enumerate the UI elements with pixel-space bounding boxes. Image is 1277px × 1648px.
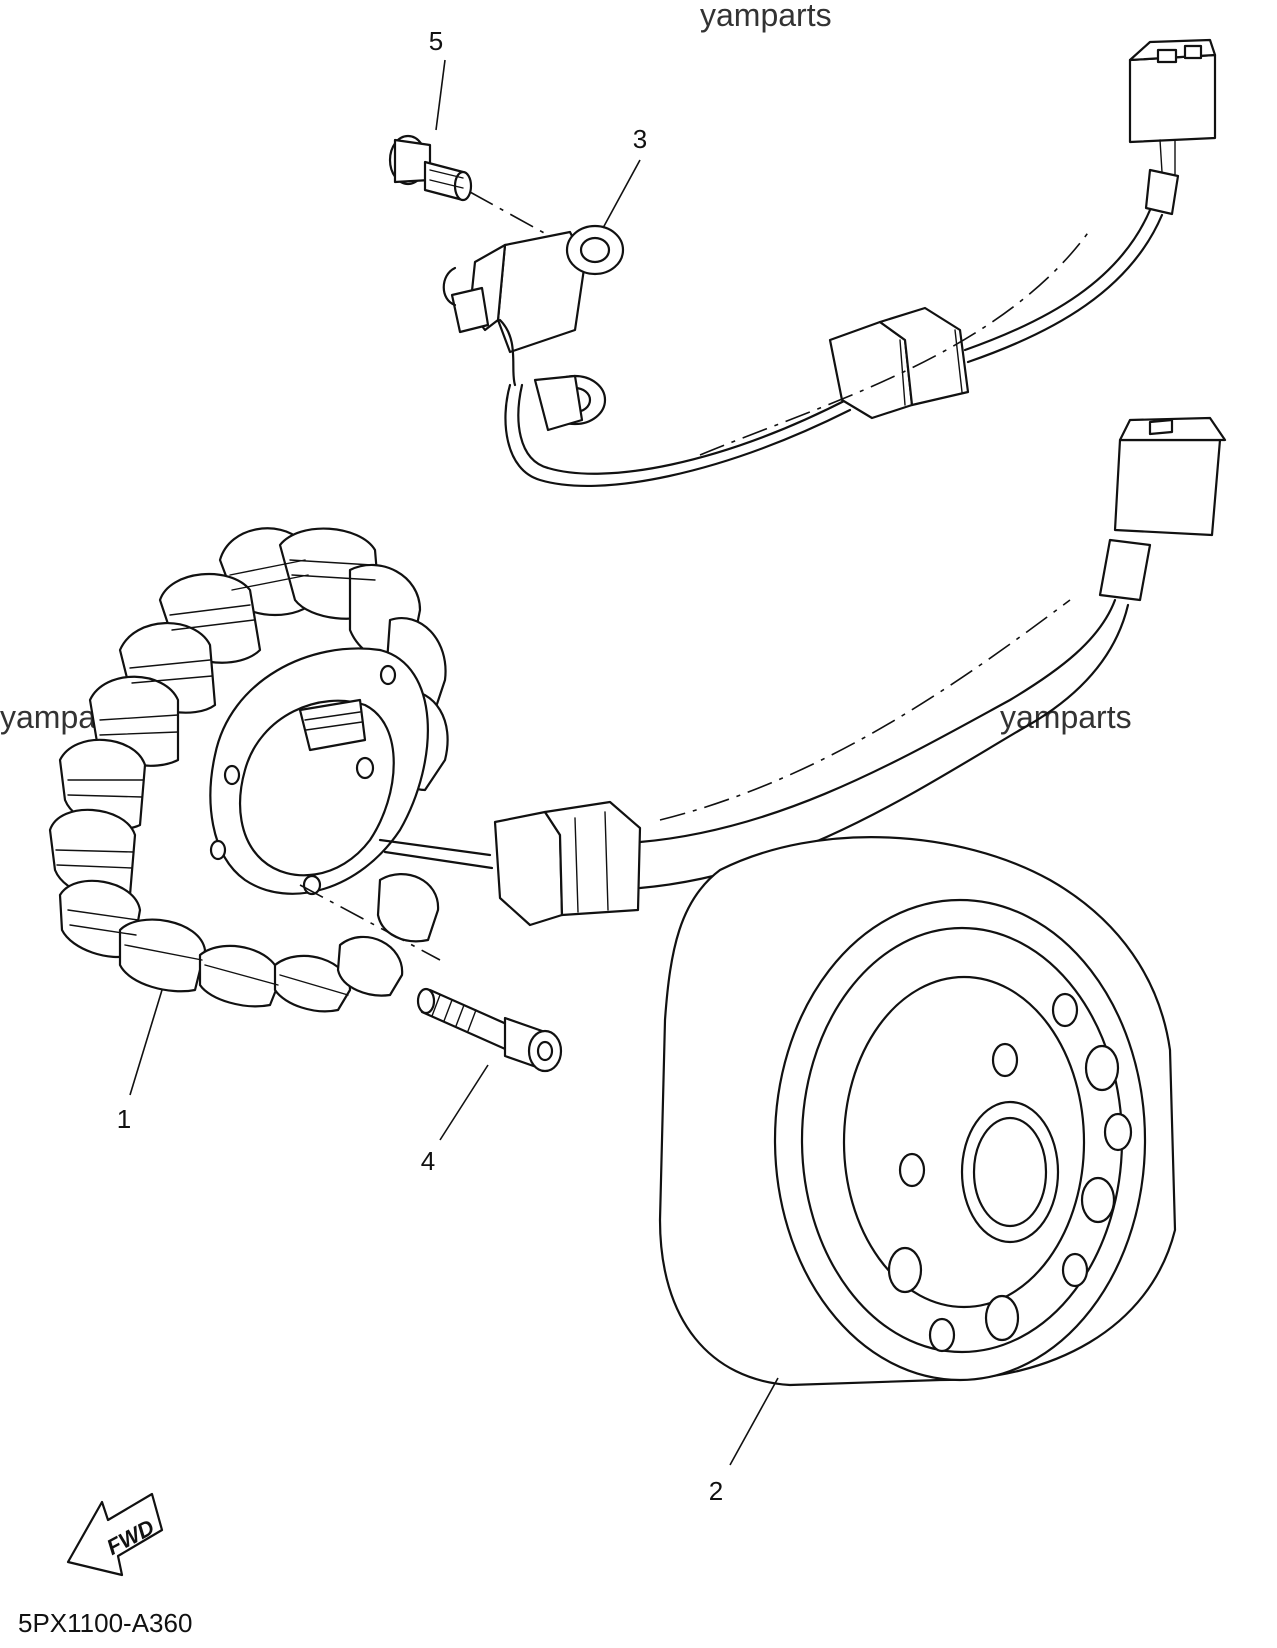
callout-4: 4 — [421, 1146, 435, 1176]
rotor — [658, 836, 1177, 1387]
stator-connector — [1098, 416, 1227, 602]
pickup-connector — [1128, 38, 1217, 216]
stator — [48, 527, 449, 1013]
pickup-grommet — [828, 306, 970, 420]
pickup-screw — [388, 134, 473, 202]
stator-grommet — [493, 800, 642, 927]
stator-bolt — [416, 987, 563, 1073]
callout-5: 5 — [429, 26, 443, 56]
fwd-arrow-icon: FWD — [66, 1492, 164, 1577]
callout-1: 1 — [117, 1104, 131, 1134]
watermark-top: yamparts — [700, 0, 832, 33]
diagram-code: 5PX1100-A360 — [18, 1608, 192, 1638]
pickup-coil — [442, 224, 625, 432]
callout-2: 2 — [709, 1476, 723, 1506]
callout-3: 3 — [633, 124, 647, 154]
